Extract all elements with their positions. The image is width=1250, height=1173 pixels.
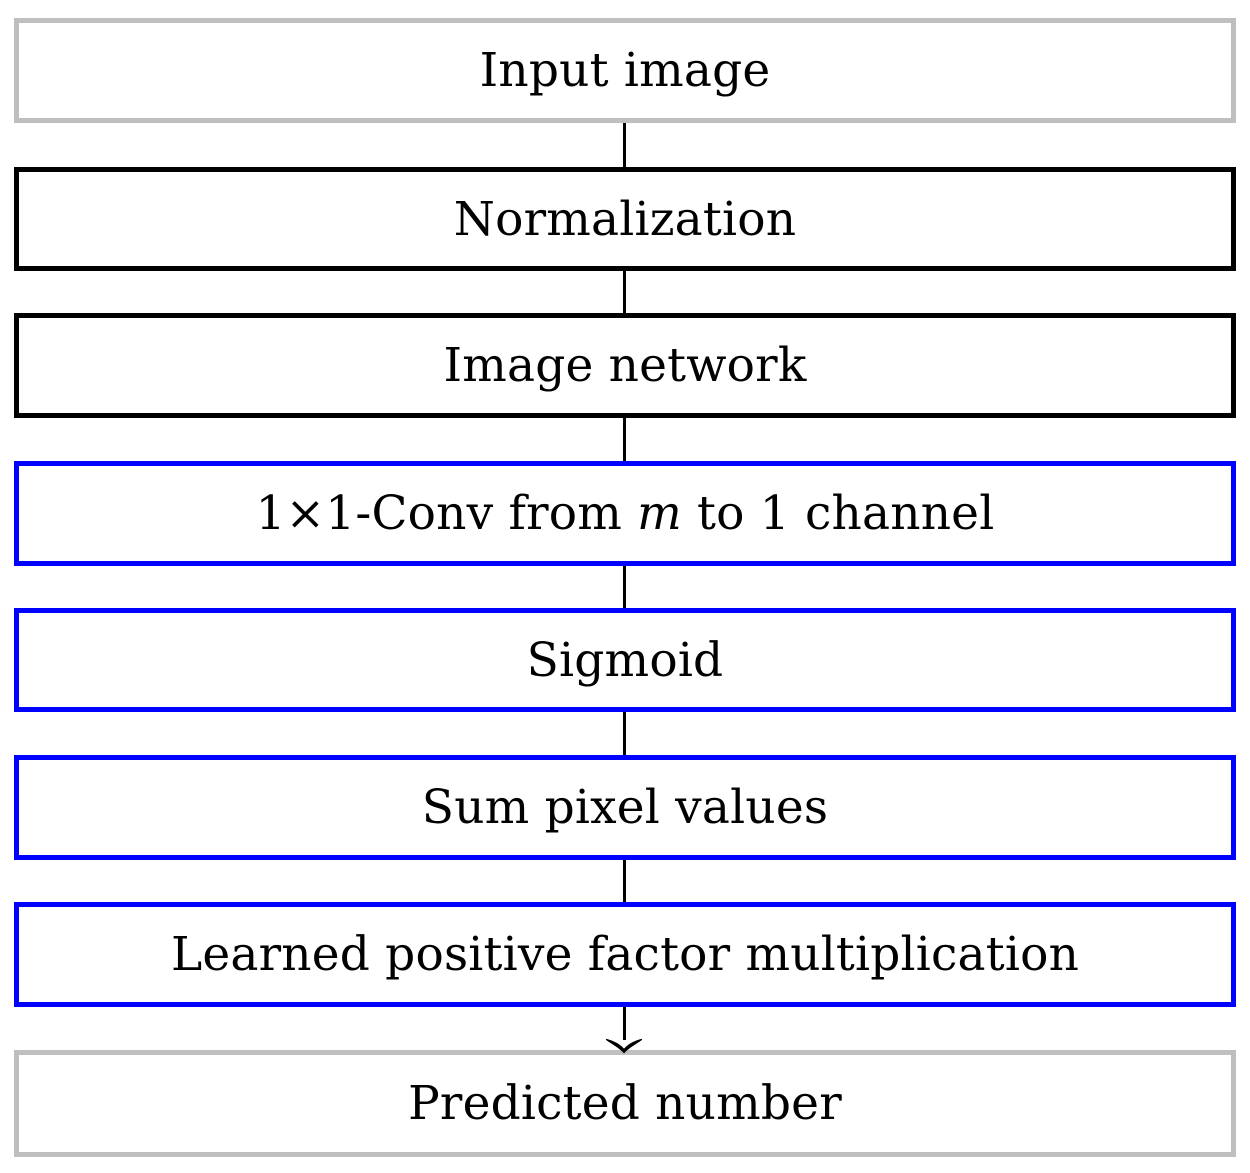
node-learned-positive-factor: Learned positive factor multiplication (14, 902, 1236, 1007)
connector-sigmoid-to-sum-pixel-values (623, 712, 626, 755)
connector-conv-1x1-to-sigmoid (623, 566, 626, 608)
connector-sum-pixel-values-to-learned-positive-factor (623, 860, 626, 902)
connector-input-image-to-normalization (623, 123, 626, 167)
node-conv-1x1: 1×1-Conv from m to 1 channel (14, 461, 1236, 566)
node-label-conv-1x1: 1×1-Conv from m to 1 channel (255, 486, 995, 541)
node-normalization: Normalization (14, 167, 1236, 271)
node-label-learned-positive-factor: Learned positive factor multiplication (170, 927, 1080, 982)
connector-learned-positive-factor-to-predicted-number (623, 1007, 626, 1040)
node-label-predicted-number: Predicted number (408, 1076, 842, 1131)
node-label-sigmoid: Sigmoid (526, 632, 724, 688)
node-label-normalization: Normalization (453, 191, 797, 247)
node-sigmoid: Sigmoid (14, 608, 1236, 712)
connector-normalization-to-image-network (623, 271, 626, 313)
node-label-sum-pixel-values: Sum pixel values (421, 780, 829, 835)
connector-image-network-to-conv-1x1 (623, 418, 626, 461)
node-image-network: Image network (14, 313, 1236, 418)
node-sum-pixel-values: Sum pixel values (14, 755, 1236, 860)
node-predicted-number: Predicted number (14, 1050, 1236, 1157)
node-input-image: Input image (14, 18, 1236, 123)
node-label-input-image: Input image (479, 43, 771, 98)
node-label-image-network: Image network (443, 338, 807, 393)
